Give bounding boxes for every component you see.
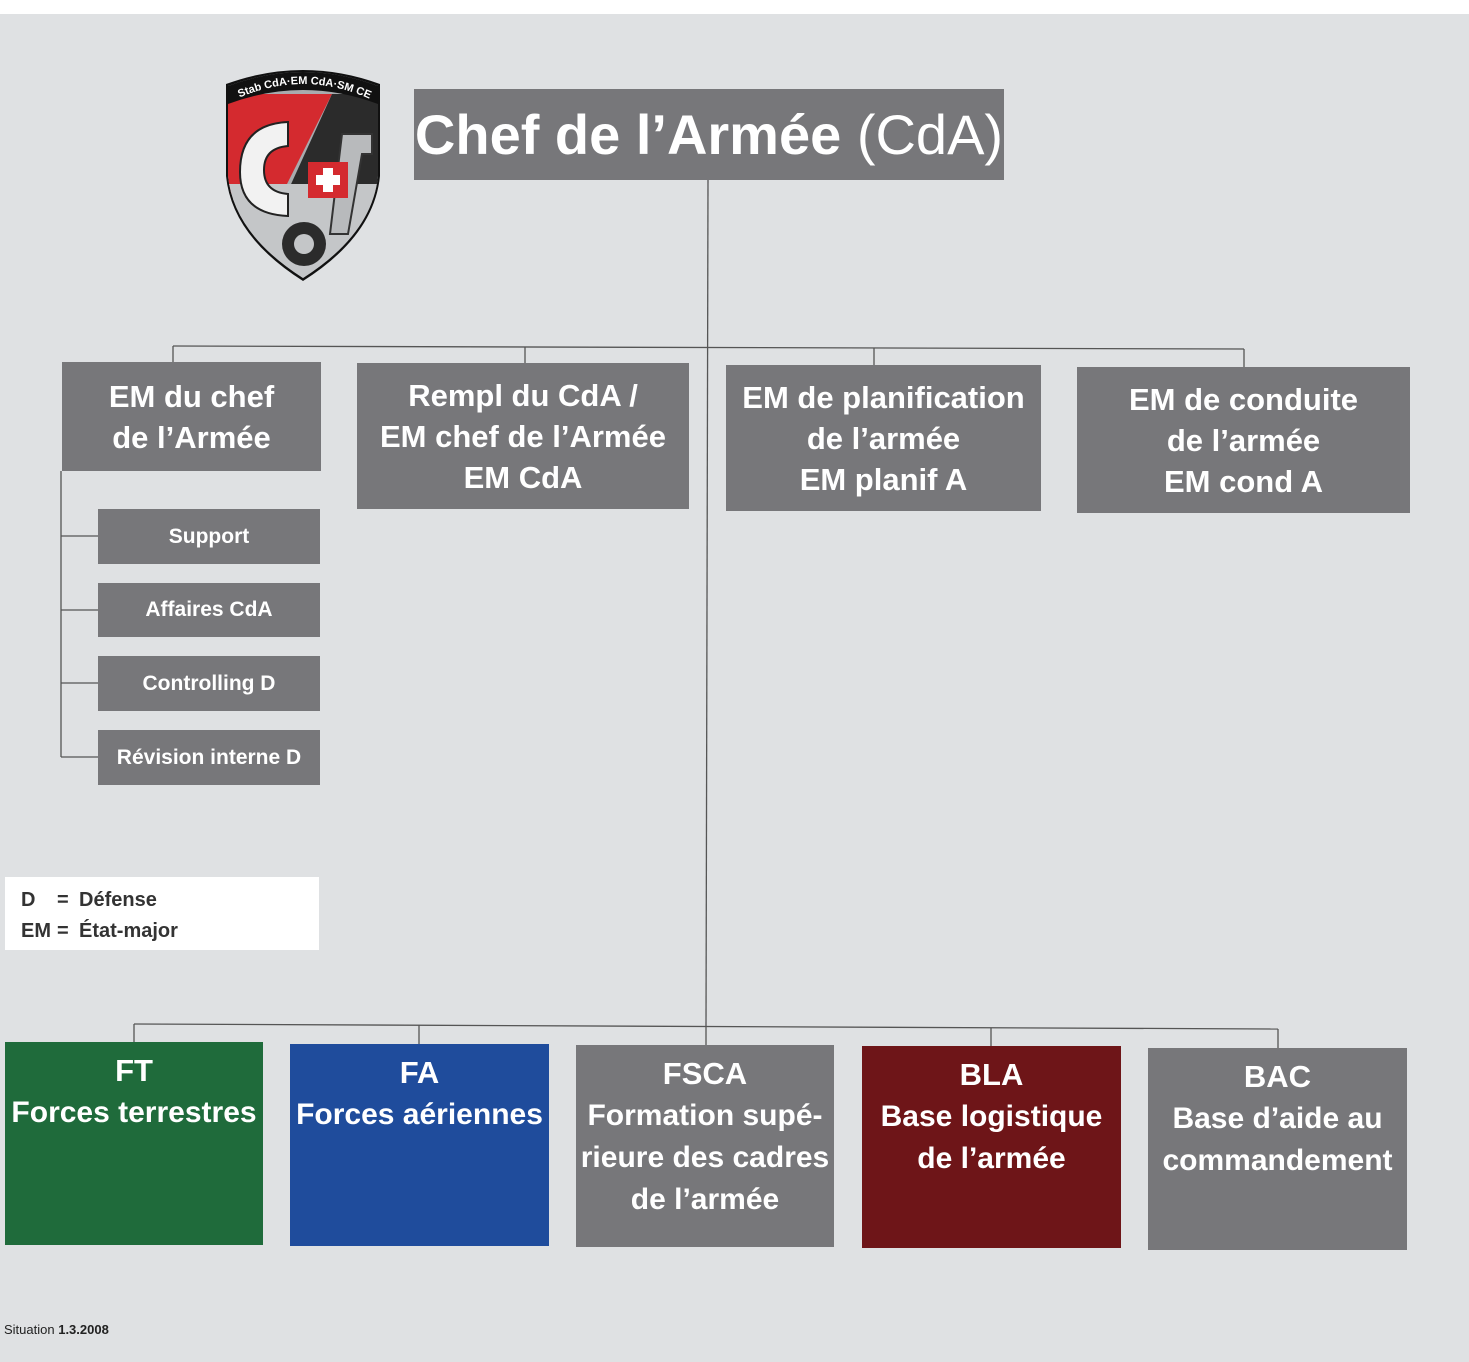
footer-date: 1.3.2008 xyxy=(58,1322,109,1337)
staff-line: EM de conduite xyxy=(1128,381,1359,417)
staff-line: EM planif A xyxy=(799,461,968,497)
unit-line: Forces aériennes xyxy=(296,1098,543,1131)
footer-prefix: Situation xyxy=(4,1322,55,1337)
abbreviation-legend: D = Défense EM = État-major xyxy=(5,877,319,950)
unit-line: Base d’aide au xyxy=(1172,1102,1383,1135)
staff-box-em-cond: EM de conduite de l’armée EM cond A xyxy=(1077,367,1410,513)
unit-line: Base logistique xyxy=(880,1100,1103,1133)
legend-row: EM = État-major xyxy=(21,916,319,947)
legend-key: D xyxy=(21,889,36,911)
staff-line: EM chef de l’Armée xyxy=(380,418,666,454)
staff-line: de l’armée xyxy=(1166,422,1321,458)
sub-unit-support: Support xyxy=(98,509,320,564)
staff-box-em-chef-armee: EM du chef de l’Armée xyxy=(62,362,321,471)
staff-line: EM cond A xyxy=(1163,463,1323,499)
unit-line: de l’armée xyxy=(917,1142,1066,1175)
staff-line: EM CdA xyxy=(463,459,583,495)
staff-line: Rempl du CdA / xyxy=(408,377,638,413)
unit-line: commandement xyxy=(1162,1144,1393,1177)
sub-unit-label: Controlling D xyxy=(142,671,276,695)
sub-unit-affaires: Affaires CdA xyxy=(98,583,320,637)
unit-box-fsca: FSCA Formation supé- rieure des cadres d… xyxy=(576,1045,834,1247)
unit-box-ft: FT Forces terrestres xyxy=(5,1042,263,1245)
unit-box-fa: FA Forces aériennes xyxy=(290,1044,549,1246)
main-trunk-line xyxy=(705,179,709,1028)
legend-equals: = xyxy=(57,889,69,911)
chef-armee-title-text: Chef de l’Armée xyxy=(414,103,842,166)
cda-shield-logo: Stab CdA·EM CdA·SM CEs xyxy=(222,64,380,281)
sub-unit-controlling: Controlling D xyxy=(98,656,320,711)
staff-box-rempl-cda: Rempl du CdA / EM chef de l’Armée EM CdA xyxy=(357,363,689,509)
staff-line: EM de planification xyxy=(742,379,1025,415)
unit-line: Formation supé- xyxy=(587,1099,823,1132)
chef-armee-title-abbr: (CdA) xyxy=(856,103,1004,166)
staff-line: EM du chef xyxy=(108,378,275,414)
legend-equals: = xyxy=(57,920,69,942)
unit-line: de l’armée xyxy=(630,1183,780,1216)
sub-unit-label: Affaires CdA xyxy=(145,598,273,621)
staff-bus-line xyxy=(172,345,1245,350)
sub-unit-revision: Révision interne D xyxy=(98,730,320,785)
chef-armee-title: Chef de l’Armée (CdA) xyxy=(415,102,1003,167)
chef-armee-box: Chef de l’Armée (CdA) xyxy=(414,89,1004,180)
situation-footer: Situation 1.3.2008 xyxy=(4,1322,109,1337)
unit-line: Forces terrestres xyxy=(11,1096,257,1129)
unit-abbr: FSCA xyxy=(662,1056,748,1091)
staff-line: de l’Armée xyxy=(112,419,271,455)
unit-abbr: BLA xyxy=(959,1057,1024,1092)
legend-value: Défense xyxy=(79,889,157,911)
legend-key: EM xyxy=(21,920,51,942)
unit-box-bla: BLA Base logistique de l’armée xyxy=(862,1046,1121,1248)
legend-row: D = Défense xyxy=(21,885,319,916)
unit-abbr: FA xyxy=(399,1055,440,1090)
sub-unit-label: Support xyxy=(168,524,250,548)
legend-value: État-major xyxy=(79,920,178,942)
staff-line: de l’armée xyxy=(806,420,961,456)
unit-bus-line xyxy=(133,1023,1279,1030)
unit-line: rieure des cadres xyxy=(580,1141,830,1174)
sub-unit-label: Révision interne D xyxy=(116,745,302,769)
staff-box-em-planif: EM de planification de l’armée EM planif… xyxy=(726,365,1041,511)
unit-abbr: FT xyxy=(115,1053,153,1088)
unit-abbr: BAC xyxy=(1243,1059,1312,1094)
unit-box-bac: BAC Base d’aide au commandement xyxy=(1148,1048,1407,1250)
